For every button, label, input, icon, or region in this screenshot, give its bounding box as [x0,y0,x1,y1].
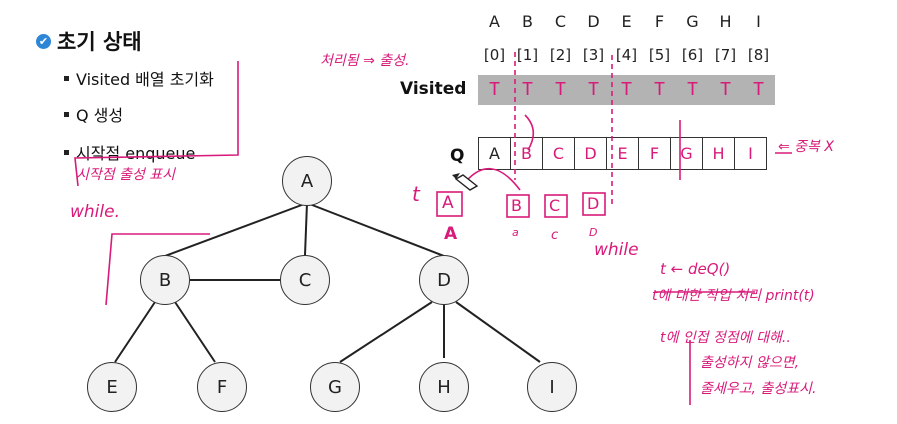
visited-cell: T [654,79,665,100]
pencil-icon [452,173,479,191]
bullet-square-icon [64,111,69,117]
bullet-text: Q 생성 [76,106,124,125]
start-note: 시작점 출성 표시 [76,167,176,183]
visited-cell: T [753,79,764,100]
bullet-text: 시작점 enqueue [76,144,196,163]
algo-line-4: 출성하지 않으면, [700,355,800,371]
visited-cell: T [555,79,566,100]
col-header: I [756,12,761,31]
bullet-square-icon [64,75,69,81]
duplicate-note: ⇐ 중복 X [778,139,834,155]
tree-node-i: I [527,362,577,412]
col-header: A [489,12,500,31]
tree-node-h: H [419,362,469,412]
visited-cell: T [621,79,632,100]
col-header: D [587,12,600,31]
tree-node-d: D [419,255,469,305]
sub-box-c: C [549,196,561,215]
tree-node-e: E [87,362,137,412]
t-variable: t [412,182,420,206]
while-note-left: while. [70,202,120,222]
tree-node-c: C [280,255,330,305]
bullet-start-enqueue: 시작점 enqueue [64,140,195,164]
col-header: C [554,12,567,31]
bullet-visited-init: Visited 배열 초기화 [64,66,214,90]
tree-node-b: B [140,255,190,305]
queue-array: A B C D E F G H I [478,137,767,170]
slide-title: ✔ 초기 상태 [36,26,142,56]
visited-cell: T [522,79,533,100]
index-label: [7] [714,46,737,64]
bullet-square-icon [64,149,69,155]
queue-label: Q [450,146,465,166]
algo-line-5: 줄세우고, 출성표시. [700,381,817,397]
visited-cell: T [720,79,731,100]
index-label: [6] [681,46,704,64]
tree-node-f: F [197,362,247,412]
algo-line-1: t ← deQ() [660,260,731,278]
col-header: B [522,12,533,31]
index-label: [4] [615,46,638,64]
sub-box-d: D [587,194,600,213]
col-header: F [654,12,665,31]
index-label: [1] [516,46,539,64]
col-header: G [686,12,699,31]
index-label: [8] [747,46,770,64]
algo-line-2: t에 대한 작업 처리 print(t) [652,288,815,304]
col-header: H [719,12,732,31]
visited-array: T T T T T T T T T [478,75,775,105]
sub-below-c: c [551,228,559,243]
index-label: [3] [582,46,605,64]
tree-node-a: A [282,156,332,206]
sub-below-a: a [512,226,519,239]
bullet-text: Visited 배열 초기화 [76,70,214,89]
sub-below-d: D [589,226,598,239]
index-label: [0] [483,46,506,64]
visited-cell: T [588,79,599,100]
while-note-right: while [594,240,639,260]
tree-node-g: G [310,362,360,412]
index-label: [5] [648,46,671,64]
processed-note: 처리됨 ⇒ 출성. [320,53,410,69]
bullet-queue-create: Q 생성 [64,102,123,126]
queue-cell: I [734,137,767,170]
slide-title-text: 초기 상태 [57,30,142,54]
sub-box-b: B [511,196,522,215]
visited-cell: T [687,79,698,100]
visited-label: Visited [400,79,467,99]
check-icon: ✔ [36,33,51,49]
col-header: E [621,12,632,31]
t-output: A [444,224,458,244]
visited-cell: T [489,79,500,100]
algo-line-3: t에 인접 정점에 대해.. [660,330,791,346]
t-box-value: A [442,193,454,213]
index-label: [2] [549,46,572,64]
